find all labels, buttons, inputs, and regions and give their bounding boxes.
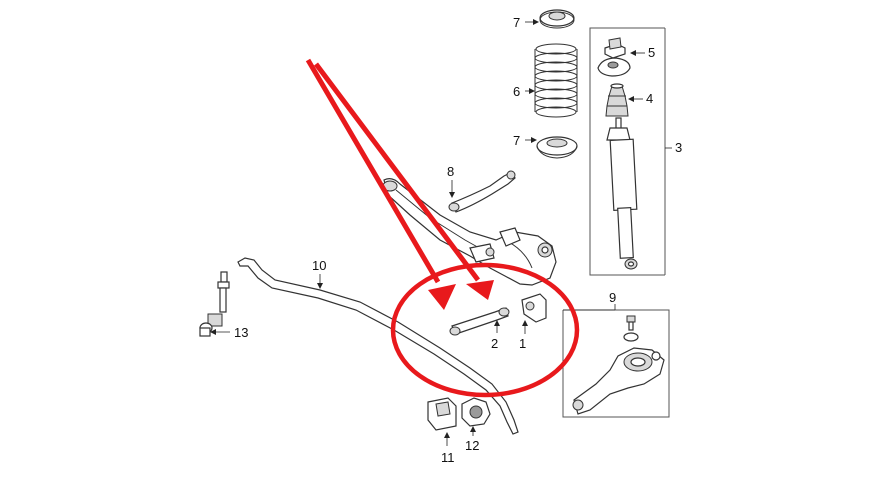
callout-7-upper: 7 bbox=[513, 15, 520, 30]
shock-absorber-group: 3 5 4 bbox=[589, 27, 682, 276]
callout-5: 5 bbox=[648, 45, 655, 60]
callout-9: 9 bbox=[609, 290, 616, 305]
part-9-lower-arm bbox=[572, 347, 665, 415]
rear-subframe-assembly bbox=[382, 178, 557, 286]
highlight-arrow-2 bbox=[314, 62, 480, 282]
shock-absorber-body bbox=[606, 117, 638, 270]
part-1-bracket bbox=[521, 293, 547, 323]
highlight-arrow-1 bbox=[305, 58, 441, 284]
callout-3: 3 bbox=[675, 140, 682, 155]
callout-4: 4 bbox=[646, 91, 653, 106]
callout-2: 2 bbox=[491, 336, 498, 351]
highlight-circle bbox=[390, 262, 580, 398]
part-12-clamp bbox=[461, 397, 491, 427]
callout-13: 13 bbox=[234, 325, 248, 340]
highlight-arrowhead-1 bbox=[428, 284, 456, 310]
part-10-stabilizer-bar bbox=[237, 257, 519, 435]
part-7-upper-seat bbox=[539, 9, 575, 29]
callout-11: 11 bbox=[441, 450, 455, 465]
callout-8: 8 bbox=[447, 164, 454, 179]
part-6-coil-spring bbox=[534, 43, 578, 118]
highlight-arrowhead-2 bbox=[466, 280, 494, 300]
part-11-bushing bbox=[427, 397, 457, 431]
callout-10: 10 bbox=[312, 258, 326, 273]
callout-12: 12 bbox=[465, 438, 479, 453]
part-2-lower-link bbox=[449, 307, 510, 336]
part-4-bump-stop bbox=[605, 83, 629, 117]
part-13-stabilizer-link bbox=[199, 271, 230, 337]
callout-6: 6 bbox=[513, 84, 520, 99]
lower-arm-group: 9 bbox=[562, 290, 670, 418]
part-9-bolt bbox=[623, 315, 639, 342]
callout-1: 1 bbox=[519, 336, 526, 351]
part-8-upper-link bbox=[448, 170, 516, 213]
part-5-nut bbox=[597, 37, 631, 77]
part-7-lower-seat bbox=[536, 136, 578, 159]
callout-7-lower: 7 bbox=[513, 133, 520, 148]
highlight-annotation bbox=[305, 58, 580, 398]
